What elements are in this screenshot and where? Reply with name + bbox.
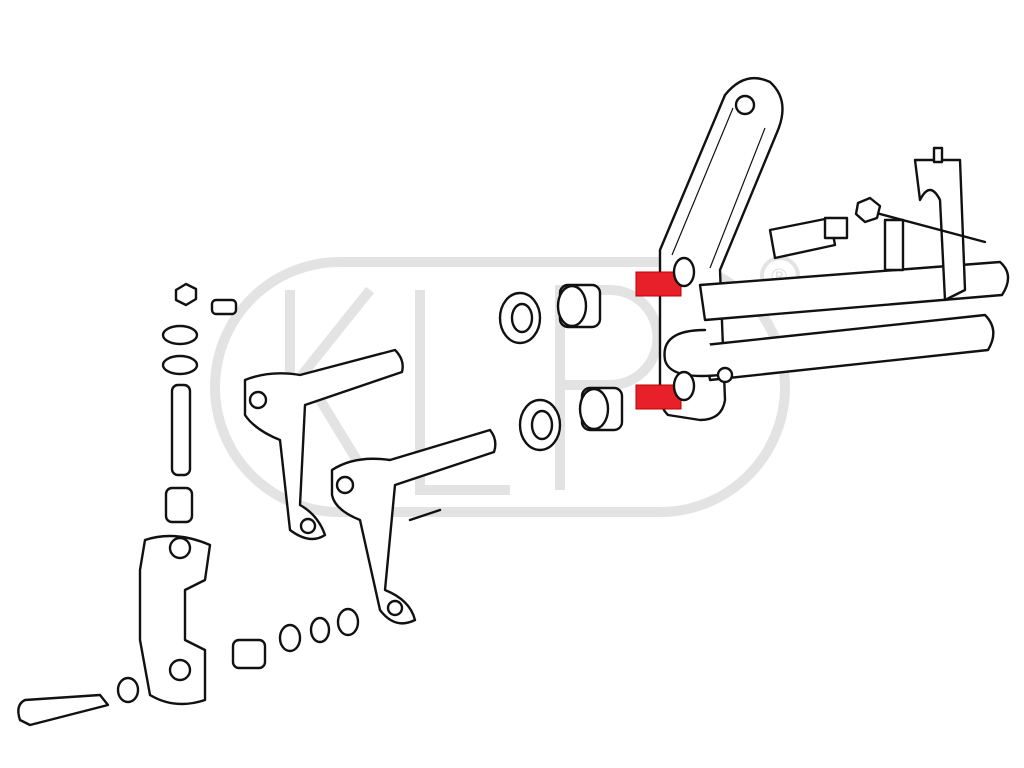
seal-lower — [518, 398, 562, 452]
steering-lever-lower — [330, 428, 497, 625]
axle-tube — [663, 260, 1010, 384]
bolt — [17, 676, 140, 727]
adjuster-sleeve — [768, 216, 849, 260]
seal-upper — [498, 291, 542, 345]
needle-bearing-lower — [578, 386, 624, 432]
drop-arm-bracket — [138, 534, 212, 706]
small-parts-row — [231, 607, 360, 670]
steering-lever-upper — [243, 348, 404, 541]
frame-bracket — [854, 146, 987, 302]
hardware-stack — [161, 282, 238, 524]
highlighted-bushings — [635, 256, 696, 410]
needle-bearing-upper — [556, 283, 602, 329]
